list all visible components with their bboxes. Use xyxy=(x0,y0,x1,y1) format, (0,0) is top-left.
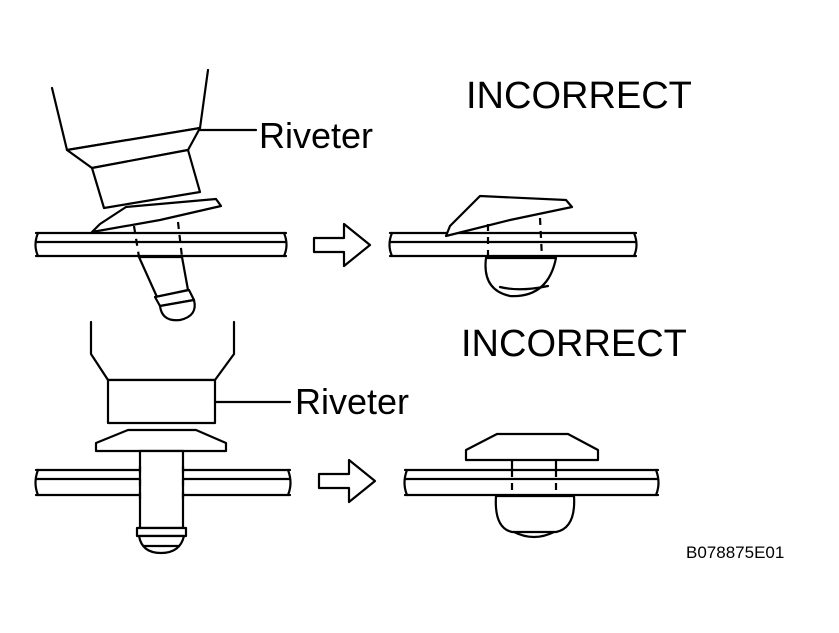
bottom-riveter-tool xyxy=(89,320,236,425)
top-panel-left xyxy=(34,231,288,258)
right-arrow-icon-bottom xyxy=(317,458,377,504)
riveter-label-bottom: Riveter xyxy=(295,381,409,422)
right-arrow-icon-top xyxy=(312,222,372,268)
top-rivet-after xyxy=(444,194,574,298)
riveter-label-top: Riveter xyxy=(259,115,373,156)
bottom-rivet-before xyxy=(94,428,228,555)
bottom-panel-right xyxy=(403,468,660,497)
figure-code: B078875E01 xyxy=(686,543,784,562)
top-rivet-before xyxy=(90,197,223,322)
incorrect-label-top: INCORRECT xyxy=(466,75,692,117)
bottom-rivet-after xyxy=(464,432,600,539)
top-riveter-tool xyxy=(50,68,210,210)
incorrect-label-bottom: INCORRECT xyxy=(461,323,687,365)
top-panel-right xyxy=(388,231,638,258)
